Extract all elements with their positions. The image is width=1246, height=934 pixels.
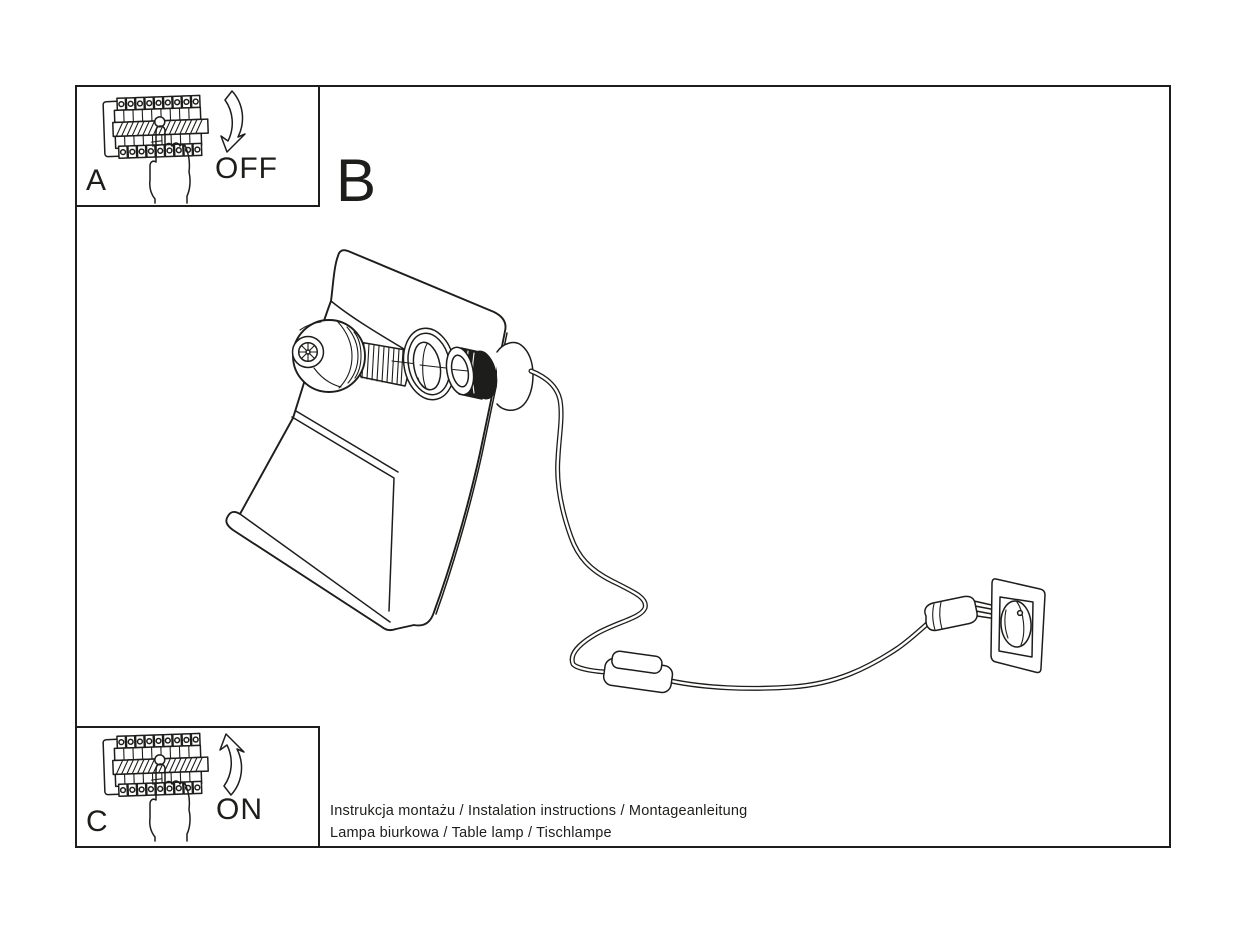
arrow-up-icon xyxy=(219,733,245,796)
step-b-label: B xyxy=(336,147,377,214)
breaker-off-label: OFF xyxy=(215,152,278,185)
step-c-illustration xyxy=(103,733,245,842)
power-cable xyxy=(528,368,648,675)
footer-title-line: Instrukcja montażu / Instalation instruc… xyxy=(330,803,748,819)
step-c-box xyxy=(75,726,320,848)
light-bulb-icon xyxy=(291,319,366,393)
outer-frame-border xyxy=(75,85,1171,848)
step-a-label: A xyxy=(86,164,107,197)
power-cable xyxy=(668,621,930,691)
cord-switch-icon xyxy=(602,650,674,694)
assembly-axis-line xyxy=(391,360,469,372)
wall-socket-icon xyxy=(990,578,1046,674)
footer-product-line: Lampa biurkowa / Table lamp / Tischlampe xyxy=(330,825,612,841)
step-a-illustration xyxy=(103,90,246,204)
lamp-bracket-icon xyxy=(225,249,508,632)
power-plug-icon xyxy=(924,595,998,632)
lamp-assembly-illustration xyxy=(225,249,1046,694)
fastening-nut-icon xyxy=(445,346,498,400)
socket-pin xyxy=(1016,609,1024,617)
breaker-on-label: ON xyxy=(216,793,263,826)
arrow-down-icon xyxy=(220,90,246,153)
socket-body-icon xyxy=(496,341,534,412)
step-a-box xyxy=(75,85,320,207)
step-c-label: C xyxy=(86,805,108,838)
